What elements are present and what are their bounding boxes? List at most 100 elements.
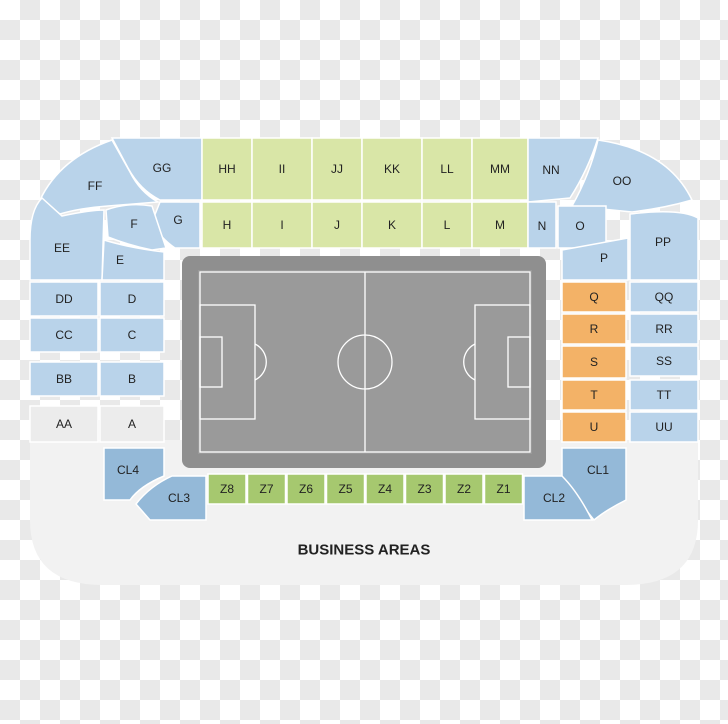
section-rr[interactable]: RR — [629, 313, 699, 345]
section-f-shape[interactable] — [105, 203, 167, 251]
section-r[interactable]: R — [561, 313, 627, 345]
section-ll-shape[interactable] — [421, 137, 473, 201]
section-cl2-shape[interactable] — [523, 475, 594, 521]
section-cl4-label: CL4 — [117, 463, 139, 477]
section-bb-shape[interactable] — [29, 361, 99, 397]
section-cl4-shape[interactable] — [103, 447, 165, 501]
section-uu[interactable]: UU — [629, 411, 699, 443]
section-hh[interactable]: HH — [201, 137, 253, 201]
section-qq[interactable]: QQ — [629, 281, 699, 313]
section-ff-shape[interactable] — [39, 139, 161, 215]
section-q-shape[interactable] — [561, 281, 627, 313]
section-z1-shape[interactable] — [483, 473, 524, 505]
section-e[interactable]: E — [101, 238, 165, 281]
section-ee-shape[interactable] — [29, 196, 105, 281]
section-cl2[interactable]: CL2 — [523, 475, 594, 521]
section-cl1-shape[interactable] — [561, 447, 627, 522]
section-ss[interactable]: SS — [629, 345, 699, 377]
section-z5-shape[interactable] — [325, 473, 366, 505]
section-mm[interactable]: MM — [471, 137, 529, 201]
section-d[interactable]: D — [99, 281, 165, 317]
section-z6-shape[interactable] — [286, 473, 326, 505]
section-oo-shape[interactable] — [570, 139, 694, 213]
section-cl4[interactable]: CL4 — [103, 447, 165, 501]
section-z3[interactable]: Z3 — [404, 473, 445, 505]
section-z5[interactable]: Z5 — [325, 473, 366, 505]
section-n[interactable]: N — [527, 201, 557, 249]
section-b[interactable]: B — [99, 361, 165, 397]
section-z3-shape[interactable] — [404, 473, 445, 505]
section-z1[interactable]: Z1 — [483, 473, 524, 505]
section-z7[interactable]: Z7 — [246, 473, 287, 505]
section-m[interactable]: M — [471, 201, 529, 249]
section-u[interactable]: U — [561, 411, 627, 443]
section-p-shape[interactable] — [561, 237, 629, 281]
section-s[interactable]: S — [561, 345, 627, 379]
section-z6[interactable]: Z6 — [286, 473, 326, 505]
section-cl3[interactable]: CL3 — [135, 475, 207, 521]
section-c[interactable]: C — [99, 317, 165, 353]
section-dd[interactable]: DD — [29, 281, 99, 317]
section-e-shape[interactable] — [101, 238, 165, 281]
section-s-shape[interactable] — [561, 345, 627, 379]
section-t-shape[interactable] — [561, 379, 627, 411]
section-nn[interactable]: NN — [527, 137, 600, 203]
section-cl1[interactable]: CL1 — [561, 447, 627, 522]
section-d-shape[interactable] — [99, 281, 165, 317]
section-n-shape[interactable] — [527, 201, 557, 249]
section-r-shape[interactable] — [561, 313, 627, 345]
section-z2[interactable]: Z2 — [444, 473, 484, 505]
section-bb[interactable]: BB — [29, 361, 99, 397]
section-aa-shape[interactable] — [29, 405, 99, 443]
section-c-shape[interactable] — [99, 317, 165, 353]
section-qq-shape[interactable] — [629, 281, 699, 313]
section-a[interactable]: A — [99, 405, 165, 443]
section-jj[interactable]: JJ — [311, 137, 363, 201]
section-a-shape[interactable] — [99, 405, 165, 443]
section-rr-shape[interactable] — [629, 313, 699, 345]
section-z4-shape[interactable] — [365, 473, 405, 505]
section-tt[interactable]: TT — [629, 379, 699, 411]
section-tt-shape[interactable] — [629, 379, 699, 411]
section-u-shape[interactable] — [561, 411, 627, 443]
section-kk[interactable]: KK — [361, 137, 423, 201]
section-h[interactable]: H — [201, 201, 253, 249]
section-p[interactable]: P — [561, 237, 629, 281]
section-i[interactable]: I — [251, 201, 313, 249]
section-o[interactable]: O — [557, 205, 607, 249]
section-gg[interactable]: GG — [110, 137, 203, 201]
section-cc-shape[interactable] — [29, 317, 99, 353]
section-ii[interactable]: II — [251, 137, 313, 201]
section-m-shape[interactable] — [471, 201, 529, 249]
section-aa[interactable]: AA — [29, 405, 99, 443]
section-z8[interactable]: Z8 — [207, 473, 247, 505]
section-ll[interactable]: LL — [421, 137, 473, 201]
section-k[interactable]: K — [361, 201, 423, 249]
section-z2-shape[interactable] — [444, 473, 484, 505]
section-oo[interactable]: OO — [570, 139, 694, 213]
section-mm-shape[interactable] — [471, 137, 529, 201]
section-f[interactable]: F — [105, 203, 167, 251]
section-l-shape[interactable] — [421, 201, 473, 249]
section-t[interactable]: T — [561, 379, 627, 411]
section-cl3-shape[interactable] — [135, 475, 207, 521]
section-pp[interactable]: PP — [629, 211, 699, 281]
section-j-shape[interactable] — [311, 201, 363, 249]
section-z8-shape[interactable] — [207, 473, 247, 505]
section-pp-shape[interactable] — [629, 211, 699, 281]
section-ss-shape[interactable] — [629, 345, 699, 377]
section-i-shape[interactable] — [251, 201, 313, 249]
section-uu-shape[interactable] — [629, 411, 699, 443]
section-l[interactable]: L — [421, 201, 473, 249]
section-k-shape[interactable] — [361, 201, 423, 249]
section-jj-shape[interactable] — [311, 137, 363, 201]
section-ff[interactable]: FF — [39, 139, 161, 215]
section-ee[interactable]: EE — [29, 196, 105, 281]
section-b-shape[interactable] — [99, 361, 165, 397]
section-q[interactable]: Q — [561, 281, 627, 313]
section-cc[interactable]: CC — [29, 317, 99, 353]
section-j[interactable]: J — [311, 201, 363, 249]
section-dd-shape[interactable] — [29, 281, 99, 317]
section-z7-shape[interactable] — [246, 473, 287, 505]
section-z4[interactable]: Z4 — [365, 473, 405, 505]
